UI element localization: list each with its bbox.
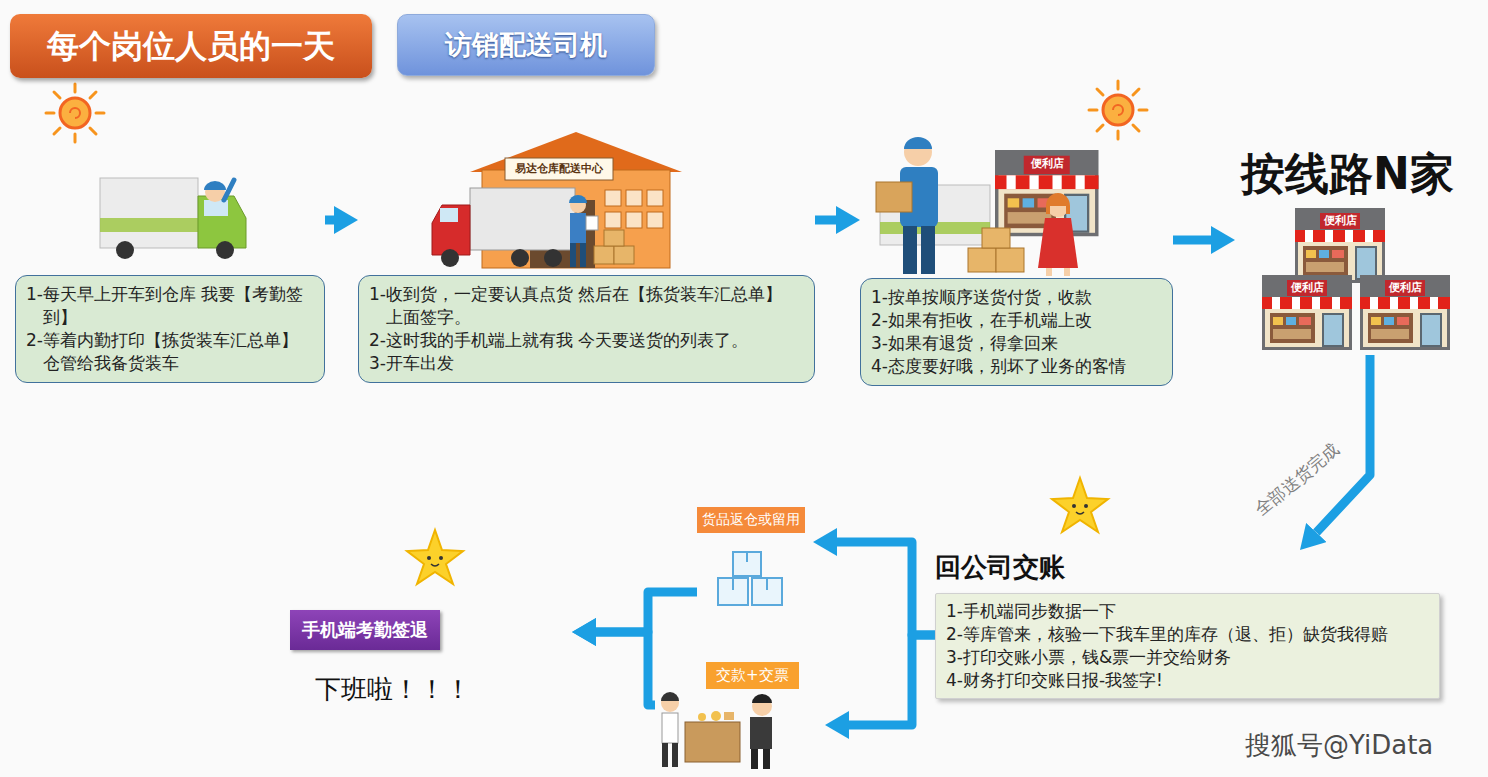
node-text: 3-打印交账小票，钱&票一并交给财务	[946, 646, 1429, 669]
flow-arrow	[596, 632, 655, 705]
node-text: 4-财务打印交账日报-我签字!	[946, 669, 1429, 692]
node-text: 1-按单按顺序送货付货，收款	[871, 286, 1162, 309]
store-sign: 便利店	[1024, 156, 1070, 172]
title-banner: 每个岗位人员的一天	[10, 14, 372, 78]
node-text: 4-态度要好哦，别坏了业务的客情	[871, 355, 1162, 378]
text-panel: 1-收到货，一定要认真点货 然后在【拣货装车汇总单】 上面签字。2-这时我的手机…	[358, 275, 815, 383]
watermark: 搜狐号@YiData	[1245, 728, 1433, 763]
node-heading: 货品返仓或留用	[697, 507, 805, 533]
flow-arrow	[849, 635, 935, 725]
node-text: 1-收到货，一定要认真点货 然后在【拣货装车汇总单】 上面签字。	[369, 283, 804, 329]
text-panel: 1-每天早上开车到仓库 我要【考勤签到】2-等着内勤打印【拣货装车汇总单】 仓管…	[15, 275, 325, 383]
tag-box: 货品返仓或留用	[697, 507, 813, 609]
flow-arrow	[325, 216, 334, 225]
signout-box: 手机端考勤签退	[290, 610, 572, 654]
warehouse-sign: 易达仓库配送中心	[505, 158, 613, 180]
node-text: 2-等库管来，核验一下我车里的库存（退、拒）缺货我得赔	[946, 623, 1429, 646]
store-sign: 便利店	[1320, 213, 1360, 229]
settle-box: 回公司交账 1-手机端同步数据一下2-等库管来，核验一下我车里的库存（退、拒）缺货…	[935, 550, 1440, 699]
node-text: 1-手机端同步数据一下	[946, 600, 1429, 623]
text-panel: 1-手机端同步数据一下2-等库管来，核验一下我车里的库存（退、拒）缺货我得赔3-…	[935, 593, 1440, 699]
end-note: 下班啦！！！	[315, 672, 471, 707]
node-text: 2-等着内勤打印【拣货装车汇总单】 仓管给我备货装车	[26, 329, 314, 375]
node-heading: 手机端考勤签退	[290, 610, 440, 650]
step-box: 1-每天早上开车到仓库 我要【考勤签到】2-等着内勤打印【拣货装车汇总单】 仓管…	[15, 160, 325, 383]
flow-arrow	[837, 542, 935, 635]
route-node: 按线路N家	[1235, 145, 1460, 355]
node-text: 1-每天早上开车到仓库 我要【考勤签到】	[26, 283, 314, 329]
node-heading: 按线路N家	[1235, 145, 1460, 204]
role-badge: 访销配送司机	[397, 14, 655, 76]
tag-box: 交款+交票	[655, 662, 825, 770]
node-heading: 回公司交账	[935, 550, 1440, 585]
store-sign: 便利店	[1287, 280, 1327, 296]
node-text: 2-这时我的手机端上就有我 今天要送货的列表了。	[369, 329, 804, 352]
text-panel: 1-按单按顺序送货付货，收款2-如果有拒收，在手机端上改3-如果有退货，得拿回来…	[860, 278, 1173, 386]
store-sign: 便利店	[1385, 280, 1425, 296]
step-box: 1-按单按顺序送货付货，收款2-如果有拒收，在手机端上改3-如果有退货，得拿回来…	[860, 130, 1173, 386]
node-heading: 访销配送司机	[445, 27, 607, 63]
node-text: 3-如果有退货，得拿回来	[871, 332, 1162, 355]
node-text: 2-如果有拒收，在手机端上改	[871, 309, 1162, 332]
node-text: 3-开车出发	[369, 352, 804, 375]
flow-arrow	[596, 592, 697, 632]
flow-arrow	[815, 216, 836, 225]
node-heading: 交款+交票	[706, 662, 799, 689]
flow-arrow	[1173, 236, 1211, 245]
